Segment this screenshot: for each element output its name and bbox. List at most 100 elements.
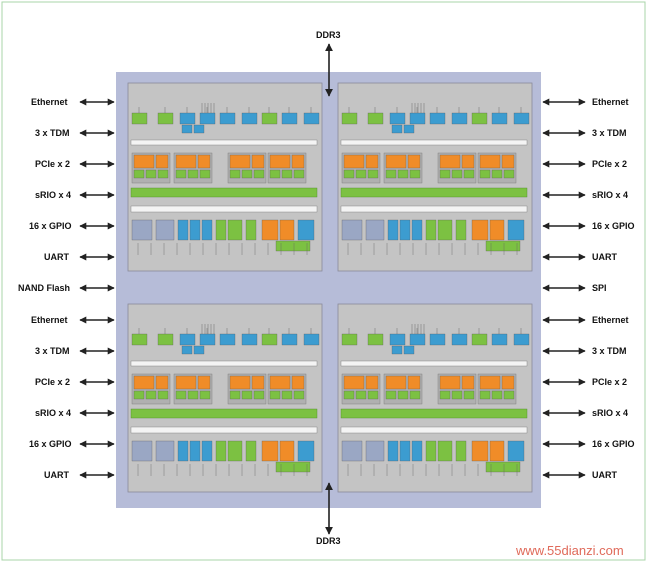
cache-block [281, 390, 293, 400]
cache-block [367, 169, 379, 179]
cache-block [343, 169, 355, 179]
bottom-block [279, 219, 295, 241]
dsp-core [461, 154, 475, 169]
bottom-block [279, 440, 295, 462]
peripheral-block [157, 333, 174, 346]
bottom-block [177, 440, 189, 462]
cache-block [199, 390, 211, 400]
left-label-nand-flash: NAND Flash [18, 283, 70, 293]
bottom-block [215, 219, 227, 241]
right-label-tdm: 3 x TDM [592, 128, 627, 138]
left-label-pcie-lower: PCIe x 2 [35, 377, 70, 387]
cache-block [397, 390, 409, 400]
peripheral-block [241, 333, 258, 346]
bottom-block [411, 219, 423, 241]
cache-block [491, 390, 503, 400]
upper-bus [130, 139, 318, 146]
bottom-block [437, 219, 453, 241]
dsp-core [175, 375, 197, 390]
cache-block [451, 169, 463, 179]
peripheral-block [199, 333, 216, 346]
cache-block [463, 390, 475, 400]
dsp-core [197, 154, 211, 169]
bottom-block [131, 440, 153, 462]
peripheral-block [367, 112, 384, 125]
dsp-core [175, 154, 197, 169]
dsp-core [229, 154, 251, 169]
peripheral-block [179, 112, 196, 125]
left-label-ethernet-lower: Ethernet [31, 315, 68, 325]
peripheral-block [157, 112, 174, 125]
cache-block [175, 390, 187, 400]
peripheral-block [429, 333, 446, 346]
interconnect-bar [340, 187, 528, 198]
bottom-block [425, 219, 437, 241]
watermark: www.55dianzi.com [515, 543, 624, 558]
left-label-uart: UART [44, 252, 69, 262]
right-label-gpio: 16 x GPIO [592, 221, 635, 231]
dsp-core [269, 375, 291, 390]
cache-block [397, 169, 409, 179]
left-label-tdm: 3 x TDM [35, 128, 70, 138]
dsp-core [155, 375, 169, 390]
bottom-block [189, 219, 201, 241]
bottom-block [399, 219, 411, 241]
cache-block [241, 390, 253, 400]
quadrants [127, 82, 533, 493]
cache-block [385, 390, 397, 400]
left-label-tdm-lower: 3 x TDM [35, 346, 70, 356]
peripheral-block [491, 333, 508, 346]
bottom-block [455, 440, 467, 462]
right-label-srio: sRIO x 4 [592, 190, 628, 200]
right-label-pcie: PCIe x 2 [592, 159, 627, 169]
cache-block [343, 390, 355, 400]
bottom-block [155, 219, 175, 241]
bottom-block [437, 440, 453, 462]
lower-bus [130, 426, 318, 434]
cache-block [451, 390, 463, 400]
cache-block [439, 390, 451, 400]
cache-block [187, 390, 199, 400]
dsp-core [365, 375, 379, 390]
bottom-block [471, 219, 489, 241]
cache-block [355, 390, 367, 400]
left-label-gpio: 16 x GPIO [29, 221, 72, 231]
dsp-core [501, 375, 515, 390]
bottom-block [455, 219, 467, 241]
bottom-block [297, 440, 315, 462]
cache-block [133, 169, 145, 179]
quadrant-1 [337, 82, 533, 272]
bottom-block [411, 440, 423, 462]
cache-block [463, 169, 475, 179]
bottom-block [399, 440, 411, 462]
cache-block [503, 169, 515, 179]
dsp-core [385, 154, 407, 169]
interconnect-bar [130, 187, 318, 198]
dsp-core [291, 154, 305, 169]
cache-block [503, 390, 515, 400]
lower-bus [340, 426, 528, 434]
bottom-block [365, 440, 385, 462]
peripheral-block [451, 112, 468, 125]
dsp-core [251, 154, 265, 169]
left-label-srio: sRIO x 4 [35, 190, 71, 200]
quadrant-0 [127, 82, 323, 272]
peripheral-block [429, 112, 446, 125]
bottom-block [227, 219, 243, 241]
right-label-uart: UART [592, 252, 617, 262]
dsp-core [251, 375, 265, 390]
left-interfaces: Ethernet 3 x TDM PCIe x 2 sRIO x 4 16 x … [18, 97, 72, 480]
bottom-block [387, 440, 399, 462]
lower-bus [130, 205, 318, 213]
peripheral-block [409, 333, 426, 346]
peripheral-block [471, 333, 488, 346]
peripheral-block [193, 345, 205, 355]
peripheral-block [199, 112, 216, 125]
dsp-core [343, 375, 365, 390]
cache-block [409, 390, 421, 400]
cache-block [145, 169, 157, 179]
dsp-core [229, 375, 251, 390]
cache-block [293, 169, 305, 179]
peripheral-block [261, 333, 278, 346]
